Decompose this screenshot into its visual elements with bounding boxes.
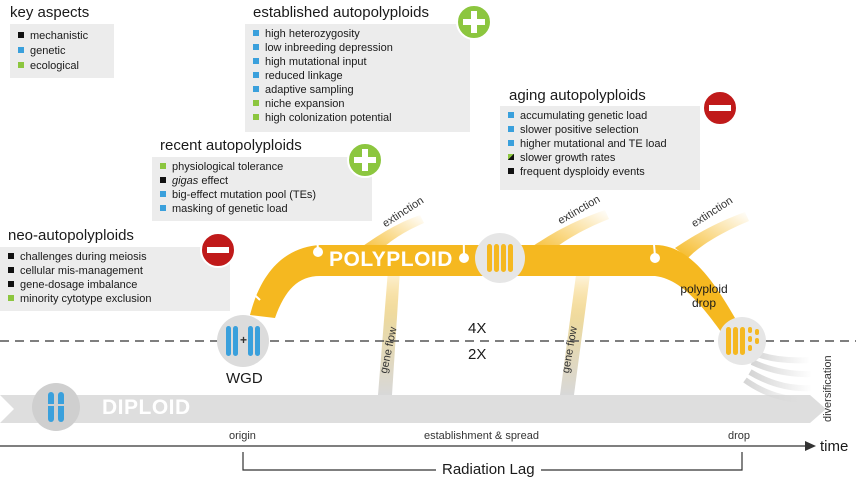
time-axis-label: time xyxy=(820,438,849,455)
recent-panel-title: recent autopolyploids xyxy=(160,137,302,154)
recent-item: physiological tolerance xyxy=(160,161,283,174)
diploid-label: DIPLOID xyxy=(102,396,191,419)
neo-panel-box xyxy=(0,247,230,311)
wgd-chromosome-circle: + xyxy=(217,315,269,367)
established-item: niche expansion xyxy=(253,98,345,111)
panel-pointers xyxy=(229,129,660,301)
recent-item: masking of genetic load xyxy=(160,203,288,216)
radiation-lag-label: Radiation Lag xyxy=(436,461,541,478)
aging-item: frequent dysploidy events xyxy=(508,166,645,179)
neo-item: cellular mis-management xyxy=(8,265,143,278)
polyploid-drop-label: polyploid drop xyxy=(680,282,728,310)
legend-box xyxy=(10,24,114,78)
aging-panel-title: aging autopolyploids xyxy=(509,87,646,104)
tick-establishment: establishment & spread xyxy=(424,430,539,442)
svg-text:+: + xyxy=(240,333,247,347)
established-item: low inbreeding depression xyxy=(253,42,393,55)
legend-item-genetic: genetic xyxy=(18,45,65,58)
level-4x-label: 4X xyxy=(468,320,487,337)
recent-item: gigas effect xyxy=(160,175,228,188)
established-panel-box xyxy=(245,24,470,132)
diversification-label: diversification xyxy=(822,355,834,422)
recent-item: big-effect mutation pool (TEs) xyxy=(160,189,316,202)
wgd-rise-bits xyxy=(258,280,281,308)
aging-item: accumulating genetic load xyxy=(508,110,647,123)
neo-item: challenges during meiosis xyxy=(8,251,147,264)
established-panel-title: established autopolyploids xyxy=(253,4,429,21)
timeline-axis xyxy=(0,441,816,451)
extinction-branches xyxy=(360,210,749,258)
genetic-swatch xyxy=(18,47,24,53)
polyploid-band xyxy=(250,245,760,358)
wgd-label: WGD xyxy=(226,370,263,387)
gene-flow-connectors xyxy=(378,270,590,395)
polyploid-label: POLYPLOID xyxy=(329,248,453,271)
established-item: high heterozygosity xyxy=(253,28,360,41)
tick-drop: drop xyxy=(728,430,751,442)
established-item: high colonization potential xyxy=(253,112,392,125)
neo-item: minority cytotype exclusion xyxy=(8,293,151,306)
aging-item: higher mutational and TE load xyxy=(508,138,667,151)
established-item: adaptive sampling xyxy=(253,84,354,97)
recent-panel-box xyxy=(152,157,372,221)
aging-item: slower positive selection xyxy=(508,124,639,137)
tick-origin: origin xyxy=(229,430,256,442)
mechanistic-swatch xyxy=(18,32,24,38)
diploid-chromosome-circle xyxy=(32,383,80,431)
ecological-swatch xyxy=(18,62,24,68)
legend-title: key aspects xyxy=(10,4,90,21)
diploid-band xyxy=(0,395,826,423)
level-2x-label: 2X xyxy=(468,346,487,363)
neo-item: gene-dosage imbalance xyxy=(8,279,137,292)
established-item: reduced linkage xyxy=(253,70,343,83)
aging-panel-box xyxy=(500,106,700,190)
legend-item-mechanistic: mechanistic xyxy=(18,30,88,43)
established-item: high mutational input xyxy=(253,56,367,69)
aging-item: slower growth rates xyxy=(508,152,615,165)
tetraploid-chromosome-circle xyxy=(475,233,525,283)
neo-panel-title: neo-autopolyploids xyxy=(8,227,134,244)
drop-chromosome-circle xyxy=(718,317,766,365)
legend-item-ecological: ecological xyxy=(18,60,79,73)
